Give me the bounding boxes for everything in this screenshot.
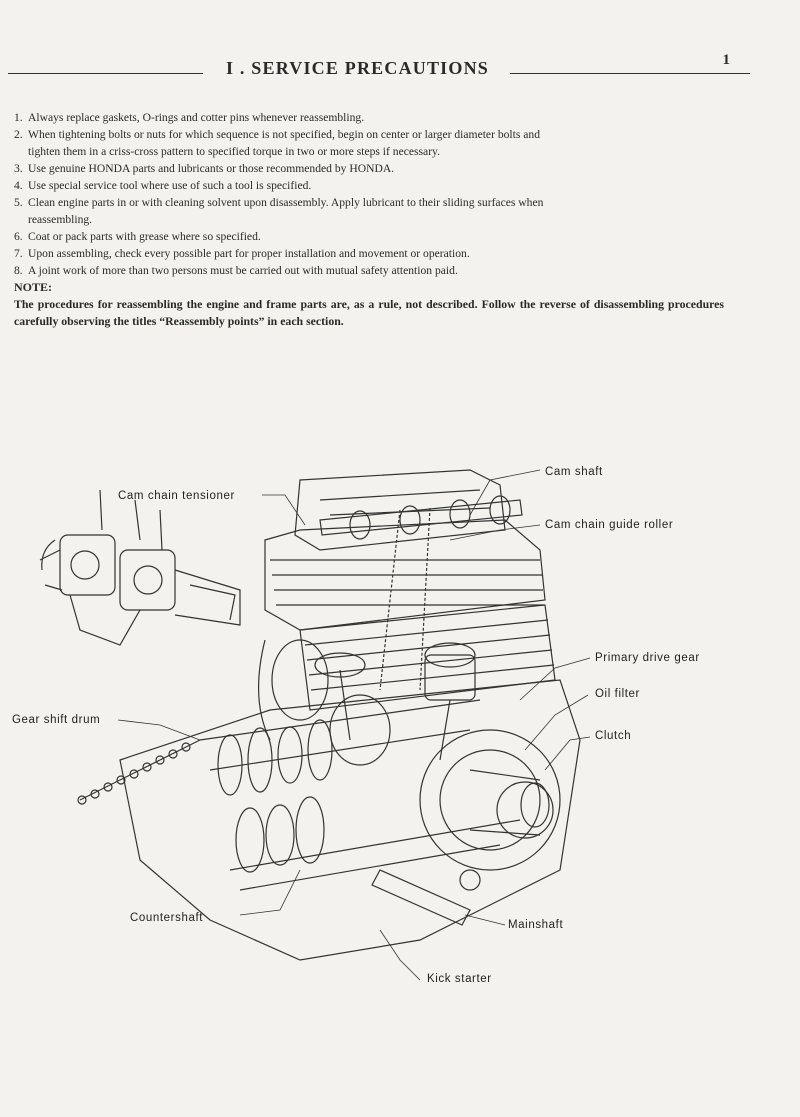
label-oil-filter: Oil filter — [595, 688, 640, 700]
label-cam-chain-guide-roller: Cam chain guide roller — [545, 519, 674, 531]
cam-chain — [379, 507, 431, 691]
engine-cutaway-diagram: Cam shaft Cam chain tensioner Cam chain … — [0, 440, 800, 1060]
label-kick-starter: Kick starter — [427, 973, 492, 985]
precaution-item: 6. Coat or pack parts with grease where … — [14, 230, 261, 243]
cylinder-head — [264, 469, 546, 631]
label-countershaft: Countershaft — [130, 912, 204, 924]
precaution-item: 3. Use genuine HONDA parts and lubricant… — [14, 162, 395, 175]
page-number: 1 — [722, 52, 731, 68]
drive-chain — [77, 739, 201, 805]
label-cam-shaft: Cam shaft — [545, 466, 603, 478]
note-text: The procedures for reassembling the engi… — [14, 297, 724, 328]
engine-illustration — [39, 469, 591, 981]
precaution-item: 7. Upon assembling, check every possible… — [14, 247, 470, 260]
precaution-text: When tightening bolts or nuts for which … — [28, 128, 541, 158]
header-rule-left — [8, 73, 203, 74]
precaution-item: 1. Always replace gaskets, O-rings and c… — [14, 111, 365, 124]
camshaft — [319, 495, 523, 540]
precaution-item: 5. Clean engine parts in or with cleanin… — [14, 194, 724, 228]
precaution-item: 8. A joint work of more than two persons… — [14, 264, 458, 277]
precautions-list: 1. Always replace gaskets, O-rings and c… — [14, 109, 724, 330]
transmission-gears — [199, 699, 521, 891]
label-cam-chain-tensioner: Cam chain tensioner — [118, 490, 235, 502]
note-label: NOTE: — [14, 280, 53, 294]
precaution-item: 2. When tightening bolts or nuts for whi… — [14, 126, 724, 160]
leader-lines — [117, 469, 591, 981]
crankcase — [119, 639, 581, 961]
label-primary-drive-gear: Primary drive gear — [595, 652, 700, 664]
section-title: I . SERVICE PRECAUTIONS — [225, 58, 489, 78]
section-header: I . SERVICE PRECAUTIONS — [0, 58, 800, 86]
header-rule-right — [510, 73, 750, 74]
label-mainshaft: Mainshaft — [508, 919, 564, 931]
precaution-text: Clean engine parts in or with cleaning s… — [28, 196, 544, 226]
kick-starter-shaft — [371, 869, 481, 926]
label-clutch: Clutch — [595, 730, 632, 742]
carburetor-assembly — [39, 489, 241, 646]
precaution-item: 4. Use special service tool where use of… — [14, 179, 312, 192]
clutch-assembly — [419, 729, 561, 871]
label-gear-shift-drum: Gear shift drum — [12, 714, 101, 726]
